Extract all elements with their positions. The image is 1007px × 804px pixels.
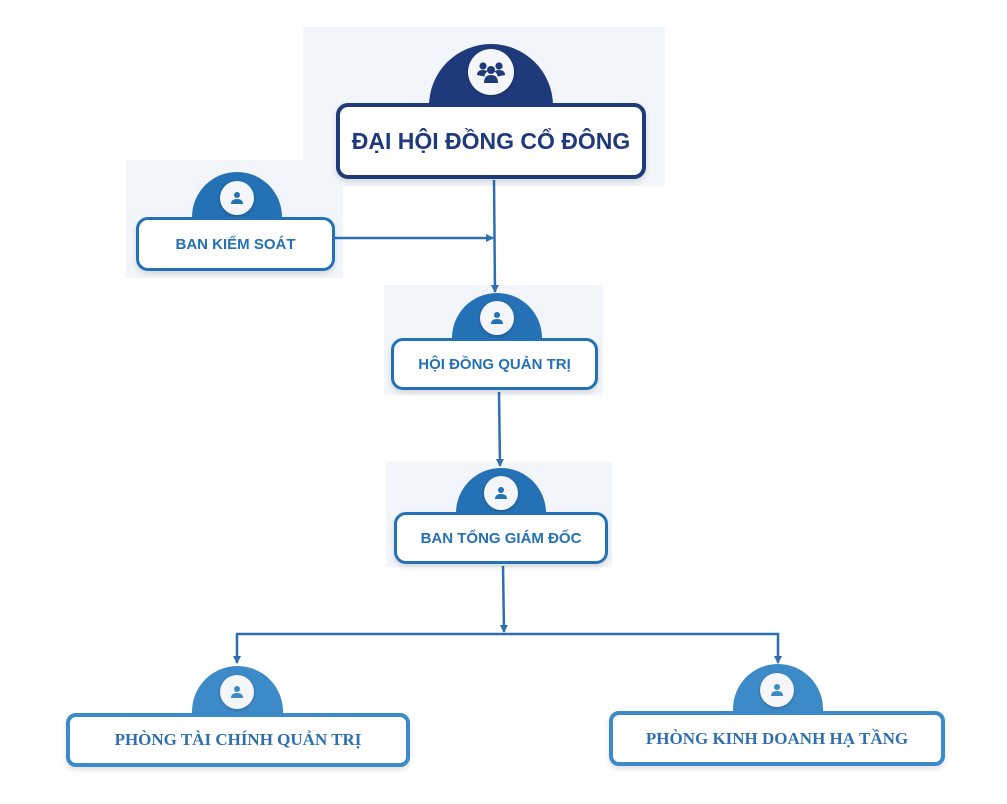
node-box: BAN TỔNG GIÁM ĐỐC <box>394 512 608 564</box>
user-icon <box>484 476 518 510</box>
edge-branch-ptcqt <box>233 632 504 664</box>
node-label: ĐẠI HỘI ĐỒNG CỔ ĐÔNG <box>351 127 631 154</box>
node-label: PHÒNG TÀI CHÍNH QUẢN TRỊ <box>114 730 362 749</box>
edge-dhdcd-hdqt <box>490 179 499 293</box>
node-box: ĐẠI HỘI ĐỒNG CỔ ĐÔNG <box>336 103 646 179</box>
edge-btgd-branch <box>499 565 508 633</box>
node-box: PHÒNG TÀI CHÍNH QUẢN TRỊ <box>66 713 410 767</box>
node-label: BAN TỔNG GIÁM ĐỐC <box>420 529 582 547</box>
node-label: BAN KIỂM SOÁT <box>175 235 296 253</box>
node-box: HỘI ĐỒNG QUẢN TRỊ <box>391 338 598 390</box>
group-icon <box>468 49 514 95</box>
user-icon <box>480 301 514 335</box>
node-label: HỘI ĐỒNG QUẢN TRỊ <box>418 355 571 373</box>
node-box: PHÒNG KINH DOANH HẠ TẦNG <box>609 711 945 766</box>
user-icon <box>220 181 254 215</box>
user-icon <box>220 675 254 709</box>
edge-branch-pkdht <box>504 632 782 664</box>
edge-hdqt-btgd <box>495 391 504 467</box>
user-icon <box>760 673 794 707</box>
node-box: BAN KIỂM SOÁT <box>136 217 335 271</box>
node-label: PHÒNG KINH DOANH HẠ TẦNG <box>645 728 909 748</box>
